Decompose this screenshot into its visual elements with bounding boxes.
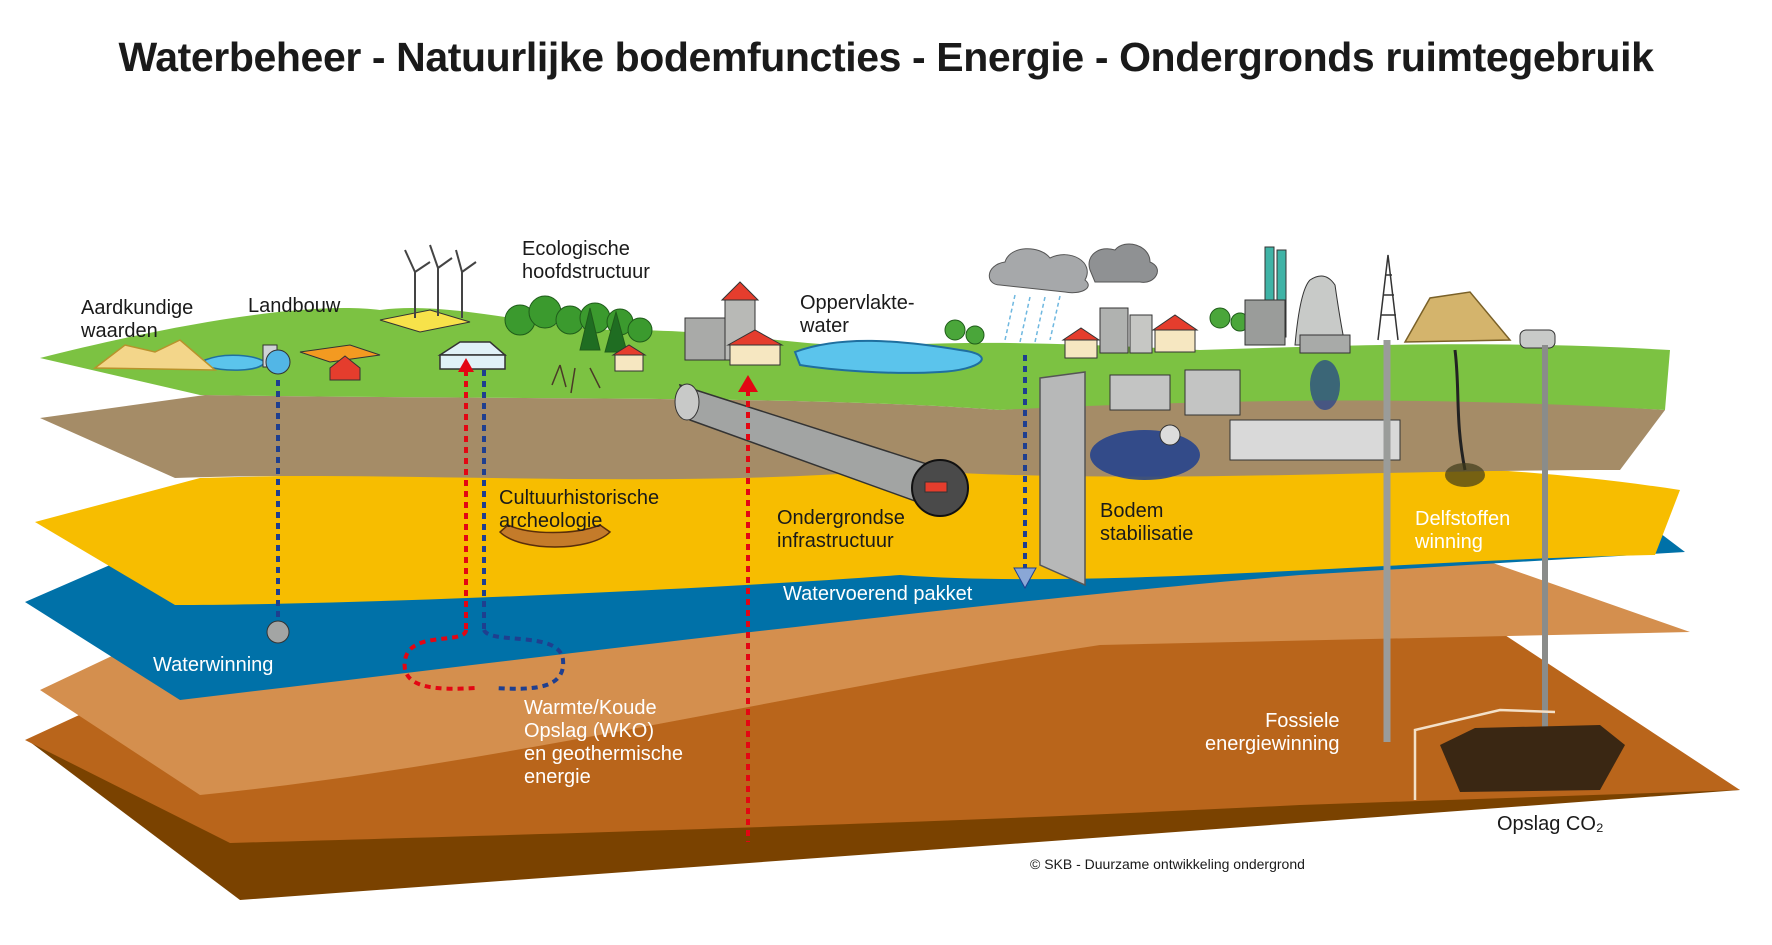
mine-heap-icon [1403,291,1512,343]
label-delfstoffen: Delfstoffen winning [1415,508,1511,553]
sand-heaps-icon [92,339,218,371]
mining-pipe-icon [1453,349,1467,471]
label-landbouw: Landbouw [248,295,341,317]
label-ecologische: Ecologische hoofdstructuur [522,238,650,283]
city-icon [1061,307,1199,359]
wko-arrow-icon [458,358,474,372]
greenhouse-icon [437,341,508,370]
wko-red-loop [402,629,476,691]
injection-point-icon [1159,424,1181,446]
label-cultuurhistorische: Cultuurhistorische archeologie [499,487,660,532]
copyright: © SKB - Duurzame ontwikkeling ondergrond [1030,856,1305,872]
geothermal-arrow-icon [738,375,758,392]
label-watervoerend: Watervoerend pakket [783,583,973,605]
infiltration-arrow-icon [1013,567,1037,590]
label-bodem: Bodem stabilisatie [1100,500,1194,545]
forest-icon [504,295,653,353]
roots-icon [551,364,601,394]
field-icon [379,309,471,333]
label-aardkundige: Aardkundige waarden [81,297,194,342]
power-plant-icon [1244,246,1351,354]
label-fossiele: Fossiele energiewinning [1205,710,1340,755]
houses-icon [611,329,784,372]
cloud-icon [988,243,1158,294]
sand-layer [35,462,1680,605]
co2-reservoir-outline [1413,708,1556,800]
label-waterwinning: Waterwinning [153,654,274,676]
water-tower-icon [265,349,291,375]
page-title: Waterbeheer - Natuurlijke bodemfuncties … [118,34,1654,80]
storage-tanks-icon [1519,329,1556,349]
wind-turbine-icon [404,244,477,318]
stabilisation-zone [1090,430,1200,480]
underground-parking-icon [1109,369,1401,461]
wko-blue-loop [482,628,566,691]
boat-icon [498,524,612,548]
label-opslag-co2: Opslag CO₂ [1497,813,1604,835]
label-oppervlaktewater: Oppervlakte- water [800,292,915,337]
label-ondergrondse: Ondergrondse infrastructuur [777,507,905,552]
drilling-rig-icon [1377,254,1399,341]
co2-reservoir [1440,725,1625,792]
rain-icon [1004,294,1061,343]
pollution-plume [1310,360,1340,410]
field-orange-icon [299,344,381,363]
pond [204,354,266,371]
sheet-pile-icon [1039,371,1086,587]
surface-water [793,339,983,374]
mining-zone [1445,463,1485,487]
label-wko: Warmte/Koude Opslag (WKO) en geothermisc… [524,697,683,788]
farmhouse-icon [329,355,361,381]
pump-icon [266,620,290,644]
